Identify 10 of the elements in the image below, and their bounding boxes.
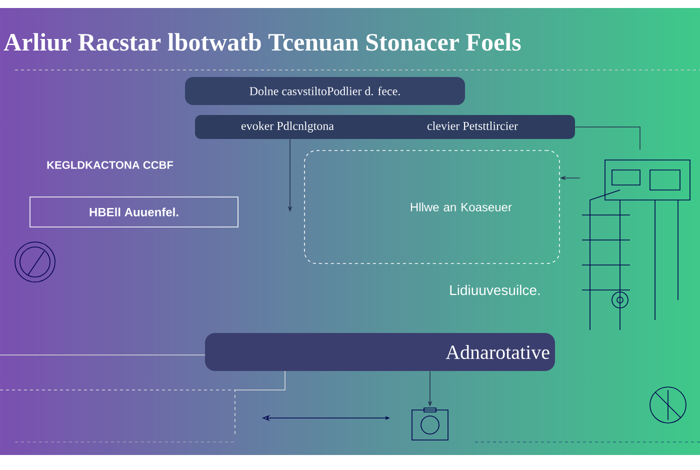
pill-label: Dolne casvstiltoPodlier d. fece. [185,77,465,105]
pill-label: Adnarotative [205,333,555,371]
label: Lidiuuvesuilce. [450,284,540,296]
pill-label: evoker Pdlcnlgtona clevier Petsttlircier [195,115,575,139]
camera-drawing [412,408,448,440]
label: KEGLDKACTONA CCBF [47,161,174,169]
outlined-box: HBEll Auuenfel. [30,196,238,228]
dashed-box: Hllwe an Koaseuer [304,150,560,264]
title: Arliur Racstar lbotwatb Tcenuan Stonacer Foels [4,33,521,51]
machine-drawing [582,160,690,330]
